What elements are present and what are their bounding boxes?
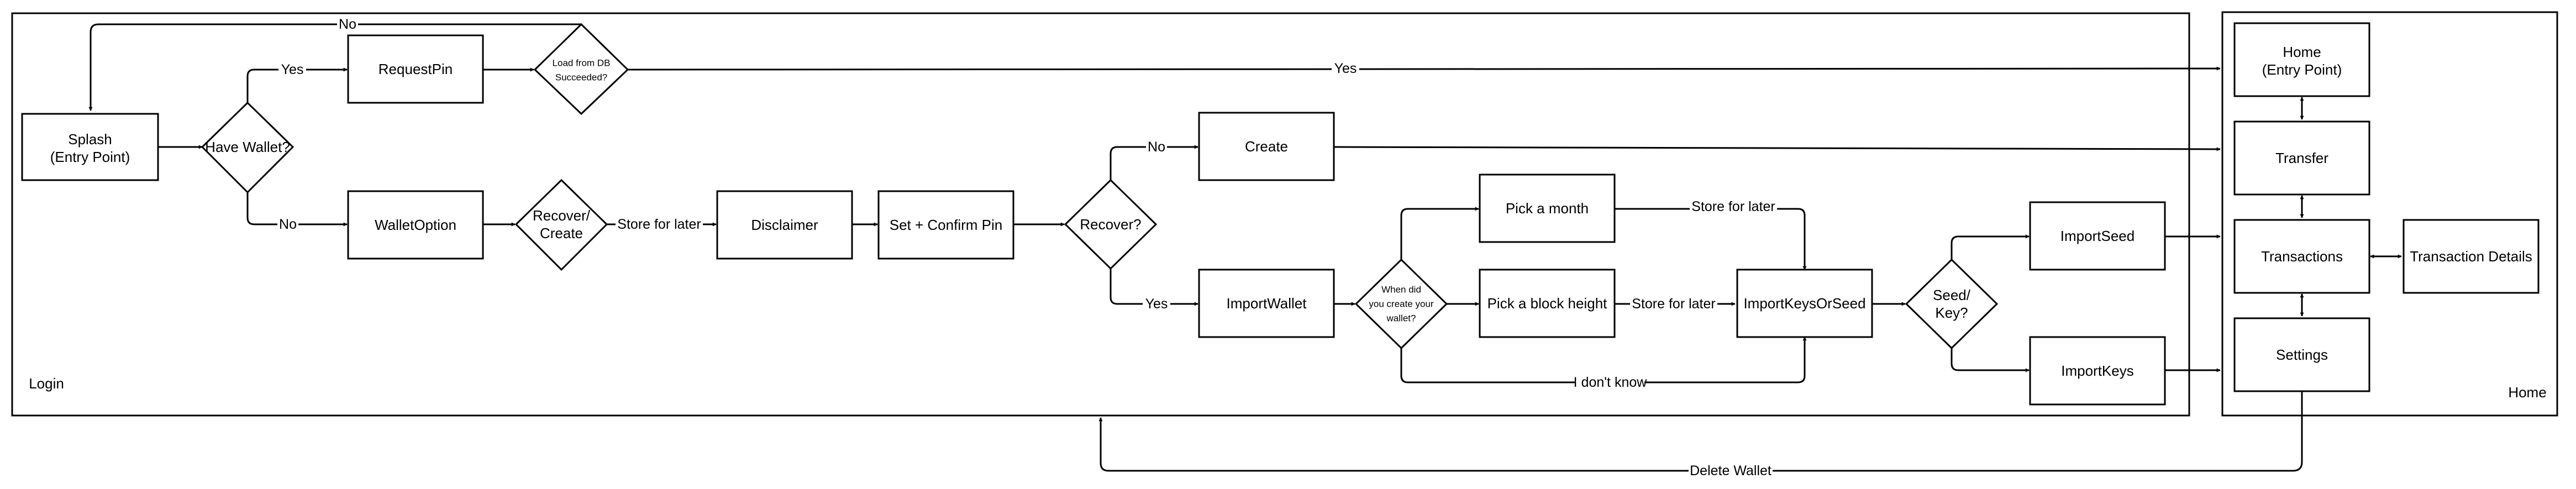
edge-label-yes-home: Yes	[1334, 61, 1357, 76]
node-recover-create-line2: Create	[540, 225, 583, 241]
node-load-from-db-line1: Load from DB	[553, 58, 611, 69]
node-splash: Splash (Entry Point)	[21, 113, 159, 181]
node-load-from-db: Load from DB Succeeded?	[533, 23, 629, 115]
node-recover-q: Recover?	[1064, 178, 1158, 270]
node-pick-month: Pick a month	[1479, 173, 1616, 243]
edge-label-store-for-later-1: Store for later	[617, 217, 701, 232]
node-request-pin-label: RequestPin	[378, 61, 453, 77]
edge-label-delete-wallet: Delete Wallet	[1690, 463, 1771, 479]
edge-have-wallet-yes	[246, 67, 348, 103]
node-splash-line1: Splash	[68, 131, 112, 148]
node-settings-label: Settings	[2276, 346, 2328, 363]
home-group-frame	[2221, 11, 2558, 417]
node-pick-block-height: Pick a block height	[1479, 269, 1616, 338]
node-transactions: Transactions	[2233, 219, 2370, 294]
login-group-label: Login	[29, 375, 64, 392]
edge-label-store-for-later-3: Store for later	[1632, 296, 1715, 312]
node-recover-q-label: Recover?	[1080, 216, 1141, 233]
node-disclaimer-label: Disclaimer	[751, 217, 818, 233]
edge-load-no-to-splash	[88, 23, 581, 111]
login-group-frame	[11, 12, 2190, 417]
edge-label-no-top: No	[339, 17, 356, 32]
edge-seed-key-to-import-seed	[1951, 234, 2030, 260]
edge-recover-yes-to-import-wallet	[1110, 269, 1198, 306]
node-transfer-label: Transfer	[2275, 150, 2328, 166]
node-load-from-db-line2: Succeeded?	[555, 72, 608, 83]
node-home-line2: (Entry Point)	[2262, 61, 2342, 78]
node-have-wallet-label: Have Wallet?	[205, 139, 290, 155]
node-seed-key-line1: Seed/	[1933, 287, 1971, 303]
node-transactions-label: Transactions	[2261, 248, 2343, 265]
node-request-pin: RequestPin	[347, 34, 484, 104]
edge-pick-month-to-import-keys-or-seed	[1615, 208, 1807, 270]
node-when-created: When did you create your wallet?	[1354, 258, 1448, 350]
node-recover-create-line1: Recover/	[533, 207, 591, 224]
node-set-confirm-pin: Set + Confirm Pin	[877, 190, 1014, 260]
node-pick-month-label: Pick a month	[1506, 200, 1589, 217]
edge-seed-key-to-import-keys	[1951, 348, 2030, 372]
node-import-keys-or-seed-label: ImportKeysOrSeed	[1743, 295, 1865, 312]
node-when-created-line1: When did	[1381, 285, 1421, 295]
node-when-created-line2: you create your	[1369, 299, 1434, 309]
node-transaction-details: Transaction Details	[2402, 219, 2540, 294]
node-home-line1: Home	[2283, 44, 2321, 60]
node-transfer: Transfer	[2233, 120, 2370, 196]
edge-recover-no-to-create	[1110, 145, 1198, 180]
edge-label-no-create: No	[1148, 139, 1165, 155]
home-group-label: Home	[2508, 384, 2546, 401]
edge-load-yes-to-home	[627, 66, 2221, 71]
node-import-wallet: ImportWallet	[1198, 269, 1335, 338]
node-wallet-option-label: WalletOption	[375, 217, 456, 233]
node-seed-key: Seed/ Key?	[1905, 258, 1999, 350]
node-wallet-option: WalletOption	[347, 190, 484, 260]
node-import-keys: ImportKeys	[2029, 336, 2166, 406]
node-create: Create	[1198, 112, 1335, 181]
node-create-label: Create	[1245, 138, 1288, 155]
edge-have-wallet-no	[246, 192, 348, 227]
node-pick-block-height-label: Pick a block height	[1487, 295, 1608, 312]
node-import-seed: ImportSeed	[2029, 201, 2166, 271]
node-transaction-details-label: Transaction Details	[2410, 248, 2532, 265]
node-disclaimer: Disclaimer	[716, 190, 853, 260]
node-recover-create: Recover/ Create	[514, 178, 608, 271]
edge-label-yes-request-pin: Yes	[281, 62, 304, 77]
edge-label-store-for-later-2: Store for later	[1691, 199, 1775, 214]
node-import-wallet-label: ImportWallet	[1227, 295, 1307, 312]
node-seed-key-line2: Key?	[1935, 304, 1968, 321]
node-settings: Settings	[2233, 317, 2370, 392]
edge-label-yes-import-wallet: Yes	[1145, 296, 1168, 312]
node-splash-line2: (Entry Point)	[50, 149, 130, 165]
node-home: Home (Entry Point)	[2233, 22, 2370, 97]
edge-label-no-wallet-option: No	[279, 217, 297, 232]
edge-create-to-transfer	[1333, 146, 2221, 151]
node-import-keys-label: ImportKeys	[2061, 362, 2134, 379]
node-import-keys-or-seed: ImportKeysOrSeed	[1736, 269, 1873, 338]
edge-label-i-dont-know: I don't know	[1574, 375, 1648, 390]
node-when-created-line3: wallet?	[1386, 313, 1416, 324]
edge-when-to-pick-month	[1400, 207, 1479, 260]
node-import-seed-label: ImportSeed	[2060, 228, 2135, 244]
node-set-confirm-pin-label: Set + Confirm Pin	[890, 217, 1002, 233]
node-have-wallet: Have Wallet?	[201, 101, 295, 194]
